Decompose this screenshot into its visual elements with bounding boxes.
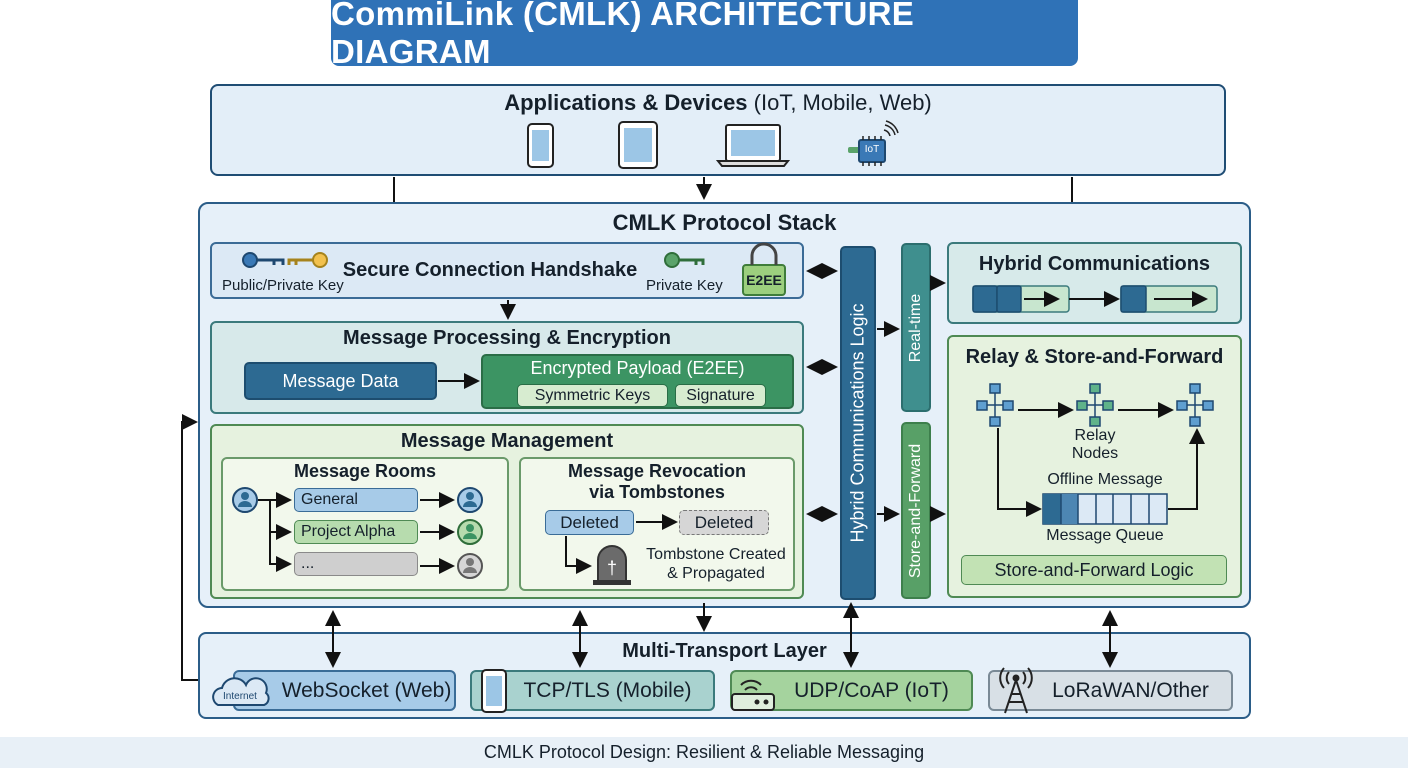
- loop-arrow: [181, 414, 198, 681]
- private-key-label: Private Key: [646, 277, 723, 294]
- tombstone-label-line1: Tombstone Created: [646, 546, 786, 563]
- secure-handshake-title: Secure Connection Handshake: [342, 259, 638, 281]
- offline-message-label: Offline Message: [1047, 471, 1163, 488]
- e2ee-lock-badge: E2EE: [742, 264, 786, 296]
- udp-coap-transport: UDP/CoAP (IoT): [730, 670, 973, 711]
- revocation-title-line2: via Tombstones: [589, 482, 725, 502]
- relay-nodes-line1: Relay: [1074, 427, 1116, 444]
- diagram-title: CommiLink (CMLK) ARCHITECTURE DIAGRAM: [331, 0, 1078, 70]
- protocol-stack-title: CMLK Protocol Stack: [612, 210, 837, 235]
- tombstone-label-line2: & Propagated: [667, 565, 765, 582]
- internet-cloud-label: Internet: [223, 691, 257, 702]
- deleted-placeholder-box: Deleted: [679, 510, 769, 535]
- relay-nodes-line2: Nodes: [1071, 445, 1119, 462]
- symmetric-keys-box: Symmetric Keys: [517, 384, 668, 407]
- public-private-key-label: Public/Private Key: [222, 277, 344, 294]
- encrypted-payload-label: Encrypted Payload (E2EE): [530, 358, 745, 378]
- relay-store-forward-title: Relay & Store-and-Forward: [965, 346, 1224, 368]
- room-more[interactable]: ...: [294, 552, 418, 576]
- realtime-bar: Real-time: [901, 243, 931, 412]
- apps-devices-title: Applications & Devices (IoT, Mobile, Web…: [504, 90, 932, 115]
- store-forward-bar: Store-and-Forward: [901, 422, 931, 599]
- message-rooms-title: Message Rooms: [293, 461, 437, 481]
- tombstone-cross: †: [606, 558, 617, 578]
- revocation-title-line1: Message Revocation: [567, 461, 747, 481]
- message-processing-title: Message Processing & Encryption: [343, 327, 671, 349]
- tcp-tls-transport: TCP/TLS (Mobile): [470, 670, 715, 711]
- secure-handshake-panel: [210, 242, 804, 299]
- room-project-alpha[interactable]: Project Alpha: [294, 520, 418, 544]
- deleted-message-box: Deleted: [545, 510, 634, 535]
- lorawan-transport: LoRaWAN/Other: [988, 670, 1233, 711]
- footer-caption: CMLK Protocol Design: Resilient & Reliab…: [0, 737, 1408, 768]
- iot-chip-label: IoT: [864, 144, 880, 155]
- signature-box: Signature: [675, 384, 766, 407]
- store-forward-logic-box: Store-and-Forward Logic: [961, 555, 1227, 585]
- hybrid-logic-bar: Hybrid Communications Logic: [840, 246, 876, 600]
- message-data-box: Message Data: [244, 362, 437, 400]
- websocket-transport: WebSocket (Web): [233, 670, 456, 711]
- message-management-title: Message Management: [400, 430, 614, 452]
- hybrid-communications-title: Hybrid Communications: [978, 253, 1211, 275]
- room-general[interactable]: General: [294, 488, 418, 512]
- message-queue-label: Message Queue: [1046, 527, 1164, 544]
- multi-transport-title: Multi-Transport Layer: [622, 640, 827, 662]
